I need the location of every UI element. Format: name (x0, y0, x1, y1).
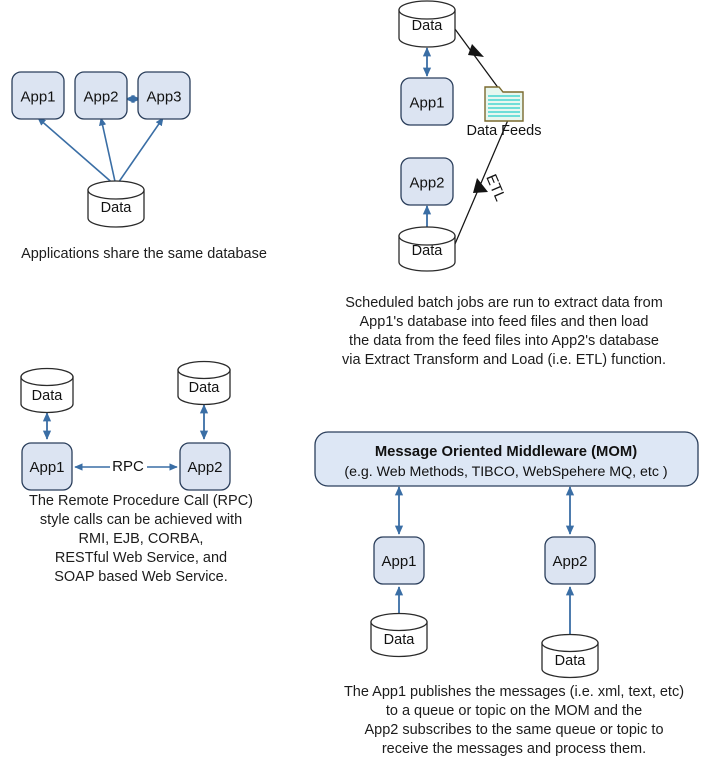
panel-mom: Message Oriented Middleware (MOM) (e.g. … (314, 431, 699, 679)
edge-data-to-app1 (37, 117, 117, 187)
node-app2-rpc[interactable]: App2 (179, 442, 231, 491)
app-box[interactable] (400, 77, 454, 126)
panel-shared-database: App1 App2 App3 Data (11, 71, 191, 228)
app-box[interactable] (21, 442, 73, 491)
node-label: App1 (409, 94, 444, 111)
mom-box[interactable] (314, 431, 699, 487)
node-mom-middleware[interactable]: Message Oriented Middleware (MOM) (e.g. … (314, 431, 699, 487)
edge-data-to-app2 (99, 117, 117, 187)
arrowhead-load (473, 178, 488, 193)
cylinder-top (177, 360, 231, 380)
node-label: App1 (29, 459, 64, 476)
arrowhead-extract (468, 44, 484, 57)
app-box[interactable] (373, 536, 425, 585)
cylinder-body[interactable] (541, 642, 599, 679)
cylinder-body[interactable] (398, 235, 456, 272)
file-folder-icon[interactable] (484, 86, 524, 122)
node-label: App2 (187, 459, 222, 476)
panel-rpc: RPC Data Data App1 App2 (20, 360, 231, 491)
cylinder-top (87, 180, 145, 200)
mom-subtitle: (e.g. Web Methods, TIBCO, WebSpehere MQ,… (344, 464, 667, 480)
node-label: Data (412, 243, 444, 259)
node-label: App3 (146, 88, 181, 105)
node-datastore-right-rpc[interactable]: Data (177, 360, 231, 406)
node-app1-shared[interactable]: App1 (11, 71, 65, 120)
edges-rpc: RPC (42, 404, 209, 475)
cylinder-top (398, 226, 456, 246)
node-label: App1 (381, 553, 416, 570)
node-app1-rpc[interactable]: App1 (21, 442, 73, 491)
cylinder-top (541, 633, 599, 653)
edge-label-rpc: RPC (112, 458, 144, 475)
node-label: Data (101, 200, 133, 216)
cylinder-top (20, 367, 74, 387)
edge-extract-to-feeds (451, 24, 503, 94)
cylinder-body[interactable] (177, 369, 231, 406)
node-app1-etl[interactable]: App1 (400, 77, 454, 126)
node-label: App2 (552, 553, 587, 570)
edge-data-to-app3 (115, 117, 164, 187)
cylinder-top (370, 612, 428, 632)
node-app2-mom[interactable]: App2 (544, 536, 596, 585)
data-feeds-label: Data Feeds (467, 123, 542, 139)
node-label: Data (32, 388, 64, 404)
app-box[interactable] (74, 71, 128, 120)
node-label: Data (555, 653, 587, 669)
caption-file-transfer-etl: Scheduled batch jobs are run to extract … (342, 295, 666, 368)
cylinder-body[interactable] (87, 189, 145, 228)
node-app2-shared[interactable]: App2 (74, 71, 128, 120)
node-label: App2 (83, 88, 118, 105)
node-app1-mom[interactable]: App1 (373, 536, 425, 585)
node-app2-etl[interactable]: App2 (400, 157, 454, 206)
mom-title: Message Oriented Middleware (MOM) (375, 444, 637, 460)
node-label: App2 (409, 174, 444, 191)
node-label: Data (384, 632, 416, 648)
cylinder-body[interactable] (370, 621, 428, 658)
caption-mom: The App1 publishes the messages (i.e. xm… (343, 684, 685, 757)
app-box[interactable] (179, 442, 231, 491)
app-box[interactable] (544, 536, 596, 585)
node-datastore-bottom-etl[interactable]: Data (398, 226, 456, 272)
node-datastore-top-etl[interactable]: Data (398, 0, 456, 48)
app-box[interactable] (137, 71, 191, 120)
caption-rpc: The Remote Procedure Call (RPC) style ca… (28, 493, 254, 585)
caption-shared-database: Applications share the same database (21, 246, 267, 262)
app-box[interactable] (400, 157, 454, 206)
cylinder-body[interactable] (398, 9, 456, 48)
node-label: Data (189, 380, 221, 396)
node-datastore-left-mom[interactable]: Data (370, 612, 428, 658)
panel-file-transfer-etl: ETL Data App1 App2 Data (398, 0, 542, 272)
cylinder-body[interactable] (20, 376, 74, 414)
node-datastore-right-mom[interactable]: Data (541, 633, 599, 679)
edge-label-etl: ETL (482, 172, 508, 204)
node-label: Data (412, 18, 444, 34)
node-app3-shared[interactable]: App3 (137, 71, 191, 120)
cylinder-top (398, 0, 456, 20)
node-datastore-left-rpc[interactable]: Data (20, 367, 74, 414)
node-label: App1 (20, 88, 55, 105)
folder-lines (488, 95, 520, 117)
app-box[interactable] (11, 71, 65, 120)
node-datastore-shared[interactable]: Data (87, 180, 145, 228)
